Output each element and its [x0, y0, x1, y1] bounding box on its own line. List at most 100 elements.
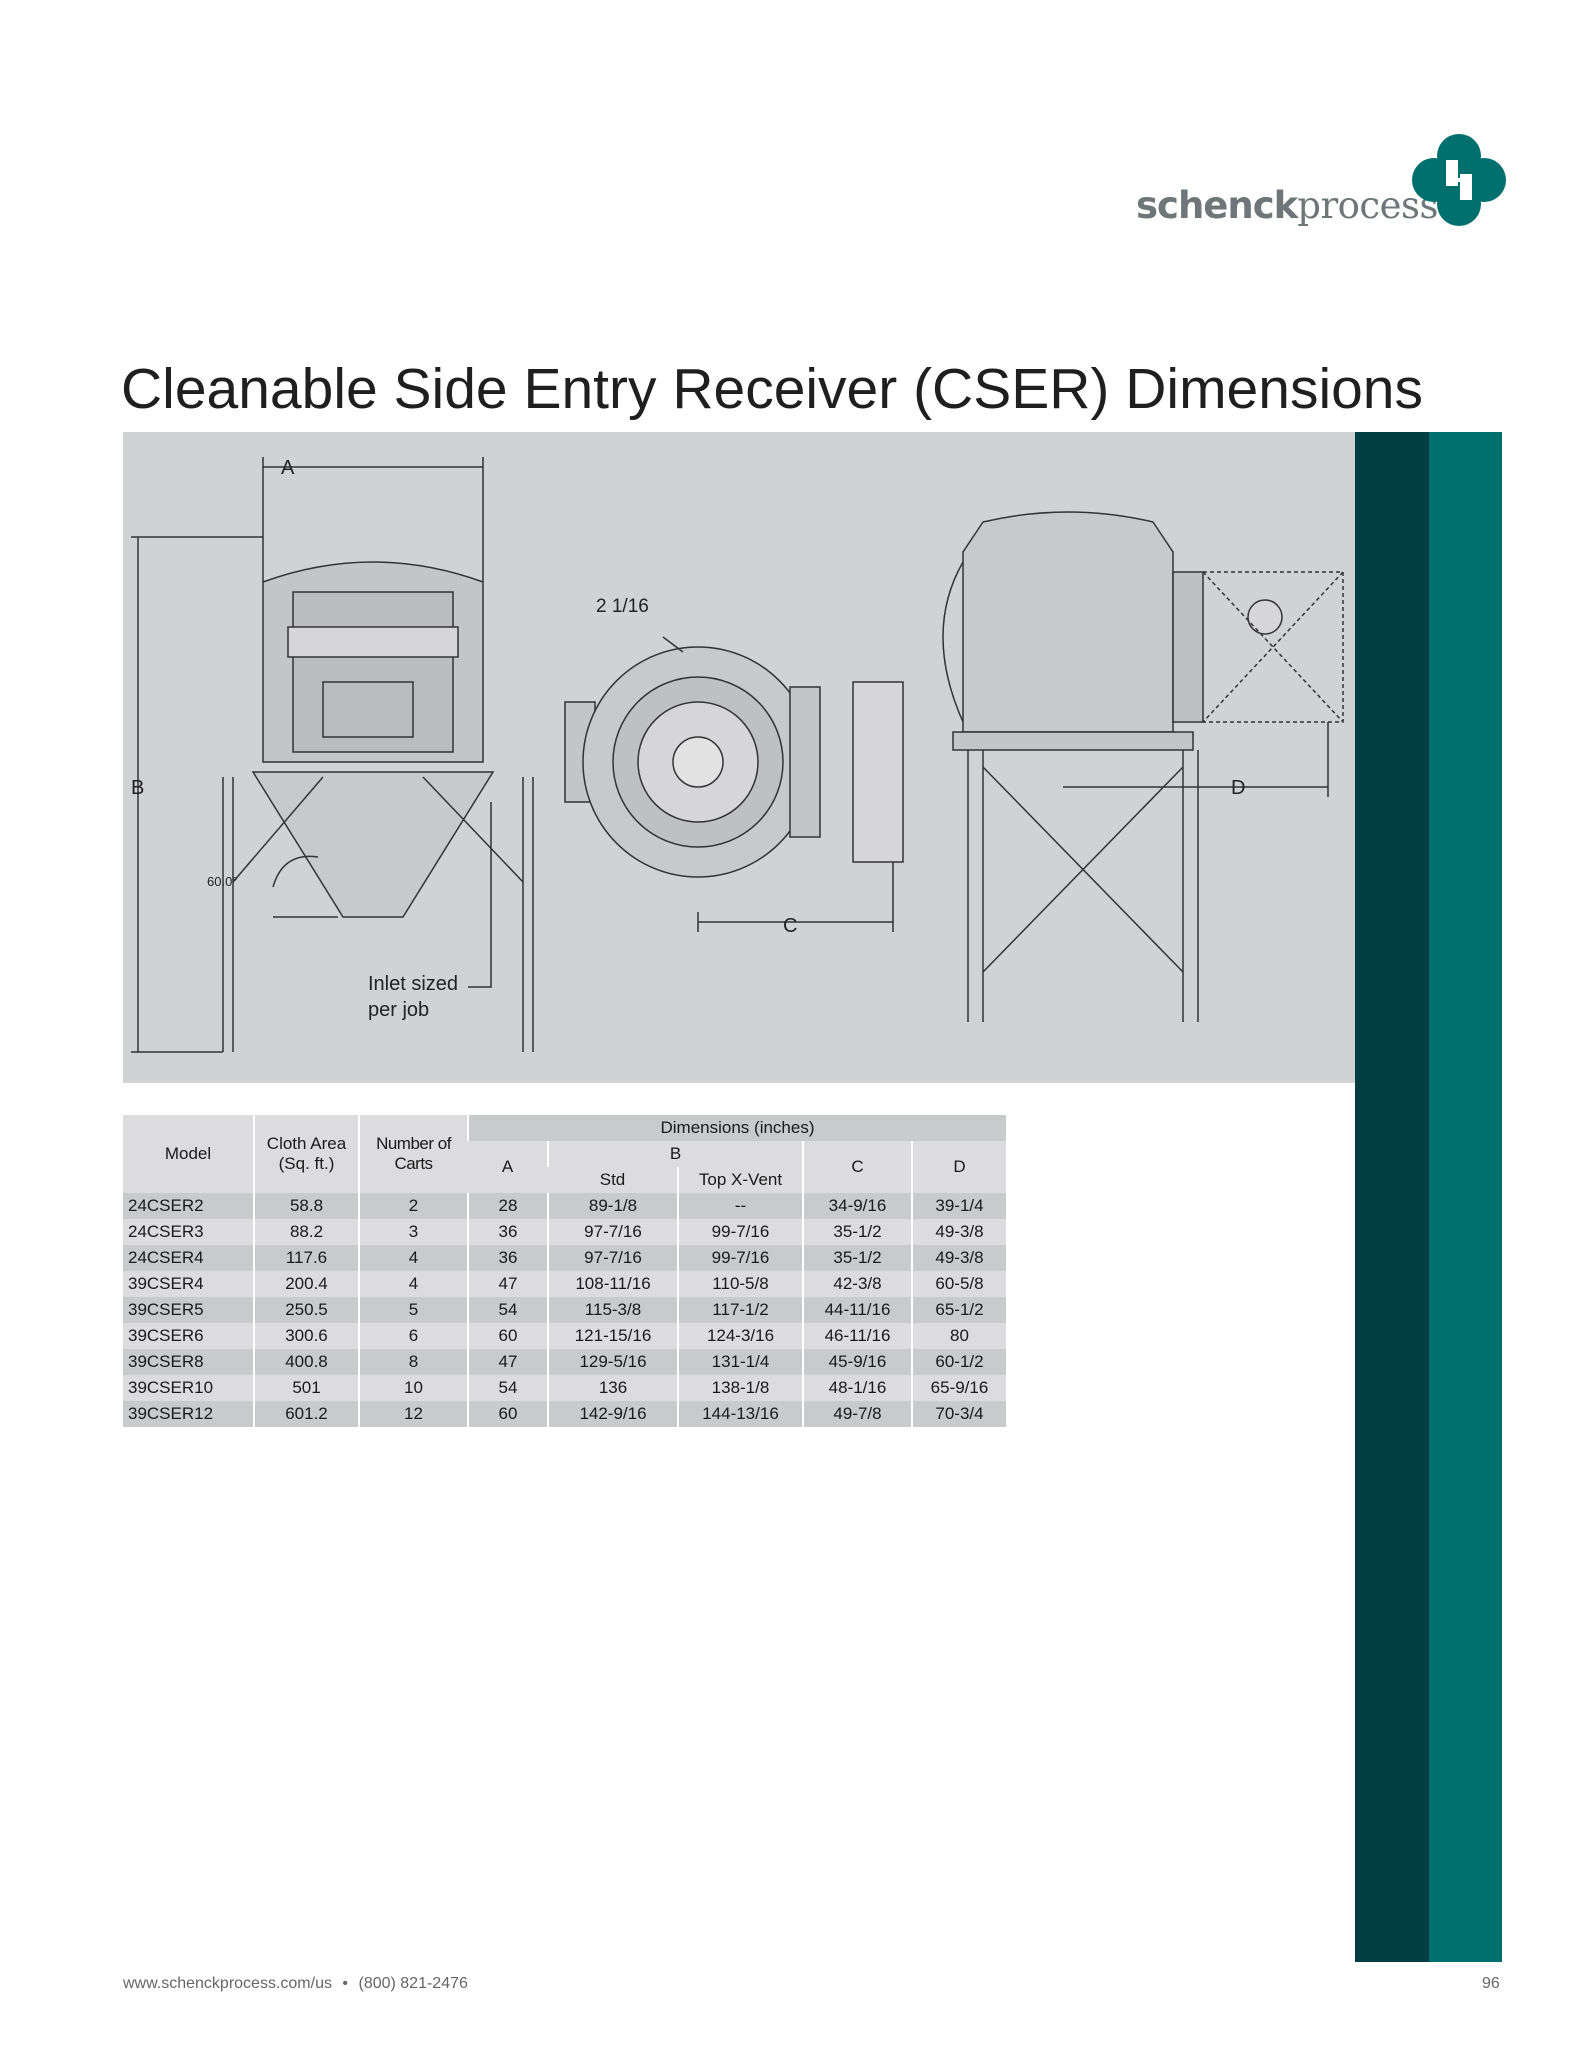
footer-website[interactable]: www.schenckprocess.com/us: [123, 1975, 332, 1992]
cell-dim-c: 35-1/2: [802, 1245, 912, 1271]
cell-dim-b-vent: 117-1/2: [677, 1297, 803, 1323]
header-c: C: [802, 1141, 912, 1193]
cell-carts: 12: [358, 1401, 468, 1427]
cell-dim-a: 60: [467, 1323, 548, 1349]
footer-separator: •: [342, 1975, 349, 1992]
cell-model: 39CSER12: [123, 1401, 254, 1427]
cell-dim-b-std: 97-7/16: [547, 1219, 678, 1245]
cell-model: 24CSER2: [123, 1193, 254, 1219]
cell-carts: 8: [358, 1349, 468, 1375]
cell-dim-c: 46-11/16: [802, 1323, 912, 1349]
cell-cloth-area: 200.4: [253, 1271, 359, 1297]
footer-contact: www.schenckprocess.com/us • (800) 821-24…: [123, 1975, 468, 1993]
header-cloth-area: Cloth Area (Sq. ft.): [253, 1115, 359, 1193]
label-b: B: [131, 777, 144, 799]
cell-carts: 4: [358, 1271, 468, 1297]
header-carts: Number of Carts: [358, 1115, 468, 1193]
cell-dim-d: 60-1/2: [911, 1349, 1006, 1375]
label-a: A: [281, 457, 295, 479]
cell-model: 39CSER5: [123, 1297, 254, 1323]
cell-cloth-area: 601.2: [253, 1401, 359, 1427]
cell-dim-d: 49-3/8: [911, 1219, 1006, 1245]
cell-dim-c: 49-7/8: [802, 1401, 912, 1427]
cell-dim-b-std: 108-11/16: [547, 1271, 678, 1297]
cell-dim-c: 48-1/16: [802, 1375, 912, 1401]
cell-dim-b-vent: 131-1/4: [677, 1349, 803, 1375]
cell-dim-c: 35-1/2: [802, 1219, 912, 1245]
schenck-logo-icon: [1412, 134, 1506, 226]
label-c: C: [783, 915, 797, 937]
header-model: Model: [123, 1115, 254, 1193]
header-a: A: [468, 1141, 548, 1193]
cell-dim-c: 44-11/16: [802, 1297, 912, 1323]
cell-cloth-area: 88.2: [253, 1219, 359, 1245]
cell-dim-b-std: 97-7/16: [547, 1245, 678, 1271]
cell-dim-a: 36: [467, 1245, 548, 1271]
page-number: 96: [1482, 1975, 1500, 1992]
header-dimensions: Dimensions (inches): [467, 1115, 1006, 1141]
cell-dim-b-vent: 144-13/16: [677, 1401, 803, 1427]
cell-dim-a: 36: [467, 1219, 548, 1245]
decorative-bar-dark: [1355, 432, 1429, 1962]
cell-dim-b-std: 129-5/16: [547, 1349, 678, 1375]
cell-dim-b-vent: 110-5/8: [677, 1271, 803, 1297]
label-angle: 60.0°: [207, 874, 238, 889]
cell-dim-d: 70-3/4: [911, 1401, 1006, 1427]
cell-dim-a: 54: [467, 1375, 548, 1401]
cell-dim-d: 65-1/2: [911, 1297, 1006, 1323]
dimension-drawings: A B 60.0° Inlet sized per job 2 1/16 C D: [131, 457, 1344, 1053]
cell-model: 39CSER4: [123, 1271, 254, 1297]
cell-carts: 6: [358, 1323, 468, 1349]
cell-dim-a: 54: [467, 1297, 548, 1323]
header-b-std: Std: [548, 1167, 678, 1193]
cell-carts: 4: [358, 1245, 468, 1271]
top-view-drawing: [564, 636, 904, 932]
cell-dim-a: 28: [467, 1193, 548, 1219]
cell-model: 24CSER3: [123, 1219, 254, 1245]
header-d: D: [911, 1141, 1006, 1193]
cell-model: 39CSER6: [123, 1323, 254, 1349]
cell-carts: 10: [358, 1375, 468, 1401]
cell-dim-d: 39-1/4: [911, 1193, 1006, 1219]
dimensions-table: Model Cloth Area (Sq. ft.) Number of Car…: [123, 1115, 1006, 1427]
cell-dim-b-std: 89-1/8: [547, 1193, 678, 1219]
cell-dim-a: 60: [467, 1401, 548, 1427]
cell-model: 39CSER8: [123, 1349, 254, 1375]
cell-dim-b-vent: 99-7/16: [677, 1219, 803, 1245]
cell-dim-b-std: 115-3/8: [547, 1297, 678, 1323]
header-b-vent: Top X-Vent: [677, 1167, 803, 1193]
cell-cloth-area: 400.8: [253, 1349, 359, 1375]
header-b: B: [547, 1141, 803, 1167]
inlet-note-line2: per job: [368, 999, 429, 1021]
cell-carts: 2: [358, 1193, 468, 1219]
cell-cloth-area: 250.5: [253, 1297, 359, 1323]
cell-cloth-area: 300.6: [253, 1323, 359, 1349]
brand-logo-text: schenckprocess: [1136, 184, 1439, 227]
cell-dim-b-vent: 138-1/8: [677, 1375, 803, 1401]
cell-dim-b-std: 121-15/16: [547, 1323, 678, 1349]
page-title: Cleanable Side Entry Receiver (CSER) Dim…: [121, 357, 1424, 421]
cell-dim-c: 34-9/16: [802, 1193, 912, 1219]
cell-dim-d: 80: [911, 1323, 1006, 1349]
cell-dim-a: 47: [467, 1271, 548, 1297]
cell-cloth-area: 501: [253, 1375, 359, 1401]
cell-dim-a: 47: [467, 1349, 548, 1375]
cell-dim-d: 49-3/8: [911, 1245, 1006, 1271]
footer-phone: (800) 821-2476: [358, 1975, 468, 1992]
cell-dim-b-std: 136: [547, 1375, 678, 1401]
cell-cloth-area: 117.6: [253, 1245, 359, 1271]
cell-dim-c: 42-3/8: [802, 1271, 912, 1297]
label-flange: 2 1/16: [596, 596, 649, 617]
label-d: D: [1231, 777, 1245, 799]
decorative-bar-teal: [1429, 432, 1502, 1962]
cell-dim-b-vent: --: [677, 1193, 803, 1219]
